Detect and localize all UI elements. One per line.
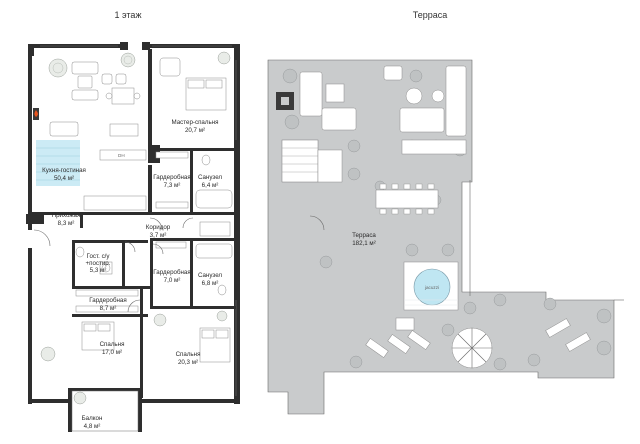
room-name: Спальня (176, 351, 201, 358)
room-name: Санузел (198, 174, 222, 181)
room-name-line2: +постир. (86, 260, 111, 267)
dining-table-icon (105, 87, 141, 105)
room-dressing-3: Гардеробная 8,7 м² (89, 297, 126, 312)
room-area: 6,4 м² (202, 182, 219, 189)
room-area: 7,3 м² (164, 182, 181, 189)
room-area: 20,3 м² (178, 359, 198, 366)
room-name: Санузел (198, 272, 222, 279)
room-bedroom-2: Спальня 20,3 м² (176, 351, 201, 366)
armchair-icon (101, 73, 127, 85)
room-area: 7,0 м² (164, 277, 181, 284)
room-name: Гардеробная (153, 174, 190, 181)
stair-icon (36, 140, 80, 186)
room-area: 6,8 м² (202, 280, 219, 287)
kitchen-counter (99, 149, 147, 161)
bed-icon (185, 77, 227, 111)
room-dressing-1: Гардеробная 7,3 м² (153, 174, 190, 189)
room-bathroom-1: Санузел 6,4 м² (198, 174, 222, 189)
tree-icon (48, 52, 136, 78)
room-hallway: Прихожая 8,3 м² (52, 212, 81, 227)
room-name: Мастер-спальня (172, 119, 219, 126)
sun-lounger-icon (365, 318, 591, 358)
room-guest-wc: Гост. с/у +постир. 5,3 м² (86, 253, 111, 274)
room-area: 182,1 м² (352, 240, 376, 247)
room-terrace: Терраса 182,1 м² (352, 232, 376, 247)
room-area: 8,3 м² (58, 220, 75, 227)
sofa-icon (71, 61, 99, 101)
room-name: Спальня (100, 341, 125, 348)
room-bedroom-1: Спальня 17,0 м² (100, 341, 125, 356)
fireplace-icon (34, 110, 39, 117)
title-terrace: Терраса (413, 10, 448, 20)
room-area: 8,7 м² (100, 305, 117, 312)
room-name: Прихожая (52, 212, 81, 219)
room-area: 17,0 м² (102, 349, 122, 356)
room-name: Балкон (82, 415, 103, 422)
room-area: 50,4 м² (54, 175, 74, 182)
sofa-icon (299, 71, 357, 131)
umbrella-icon (451, 327, 493, 369)
room-dressing-2: Гардеробная 7,0 м² (153, 269, 190, 284)
room-corridor: Коридор 3,7 м² (146, 224, 171, 239)
washing-machine-icon (99, 261, 113, 275)
jacuzzi-label: jacuzzi (424, 285, 439, 290)
room-name: Гардеробная (89, 297, 126, 304)
toilet-icon (201, 154, 211, 166)
room-master-bedroom: Мастер-спальня 20,7 м² (172, 119, 219, 134)
room-name: Гардеробная (153, 269, 190, 276)
room-balcony: Балкон 4,8 м² (82, 415, 103, 430)
title-first-floor: 1 этаж (115, 10, 142, 20)
room-area: 5,3 м² (90, 267, 107, 274)
room-area: 20,7 м² (185, 127, 205, 134)
bathtub-icon (195, 189, 233, 209)
terrace-plan: jacuzzi Терраса 182,1 м² (267, 59, 624, 415)
room-name: Кухня-гостиная (42, 167, 86, 174)
counter-label: DH (118, 153, 125, 158)
room-name: Коридор (146, 224, 171, 231)
room-bathroom-2: Санузел 6,8 м² (198, 272, 222, 287)
room-area: 3,7 м² (150, 232, 167, 239)
first-floor-plan: DH (26, 42, 240, 432)
room-name: Гост. с/у (87, 253, 111, 260)
room-area: 4,8 м² (84, 423, 101, 430)
room-name: Терраса (352, 232, 376, 239)
room-kitchen-living: Кухня-гостиная 50,4 м² (42, 167, 86, 182)
dining-table-icon (375, 183, 439, 215)
stair-icon (281, 139, 319, 183)
